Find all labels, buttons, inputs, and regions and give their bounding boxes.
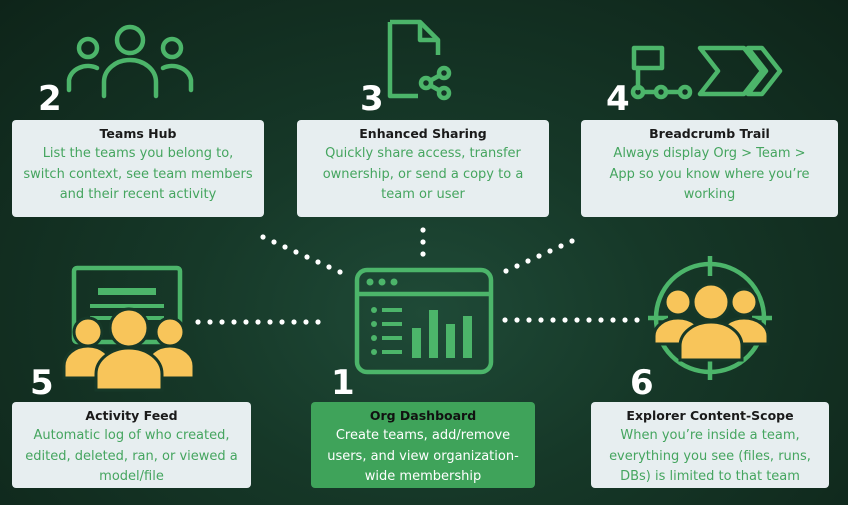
card-title: Activity Feed	[85, 408, 178, 423]
step-number-1: 1	[331, 363, 355, 403]
step-number-2: 2	[38, 79, 62, 119]
card-description: Always display Org > Team > App so you k…	[609, 146, 810, 202]
card-breadcrumb-trail: Breadcrumb Trail Always display Org > Te…	[581, 120, 838, 217]
card-description: Create teams, add/remove users, and view…	[327, 428, 519, 484]
step-number-5: 5	[30, 363, 54, 403]
file-share-icon	[387, 19, 452, 101]
card-description: When you’re inside a team, everything yo…	[609, 428, 811, 484]
card-org-dashboard: Org Dashboard Create teams, add/remove u…	[311, 402, 535, 488]
card-title: Explorer Content-Scope	[626, 408, 794, 423]
card-activity-feed: Activity Feed Automatic log of who creat…	[12, 402, 251, 488]
card-title: Breadcrumb Trail	[649, 126, 770, 141]
card-description: Quickly share access, transfer ownership…	[322, 146, 524, 202]
scope-target-icon	[648, 256, 772, 380]
step-number-6: 6	[630, 363, 654, 403]
dashboard-icon	[354, 267, 494, 375]
breadcrumb-flag-icon	[630, 45, 783, 100]
step-number-4: 4	[606, 79, 630, 119]
card-title: Org Dashboard	[369, 408, 477, 423]
card-teams-hub: Teams Hub List the teams you belong to, …	[12, 120, 264, 217]
card-description: Automatic log of who created, edited, de…	[25, 428, 238, 484]
activity-feed-icon	[62, 265, 196, 392]
card-explorer-content-scope: Explorer Content-Scope When you’re insid…	[591, 402, 829, 488]
card-title: Enhanced Sharing	[359, 126, 487, 141]
card-enhanced-sharing: Enhanced Sharing Quickly share access, t…	[297, 120, 549, 217]
card-description: List the teams you belong to, switch con…	[23, 146, 253, 202]
card-title: Teams Hub	[99, 126, 177, 141]
step-number-3: 3	[360, 79, 384, 119]
people-group-icon	[66, 24, 194, 99]
